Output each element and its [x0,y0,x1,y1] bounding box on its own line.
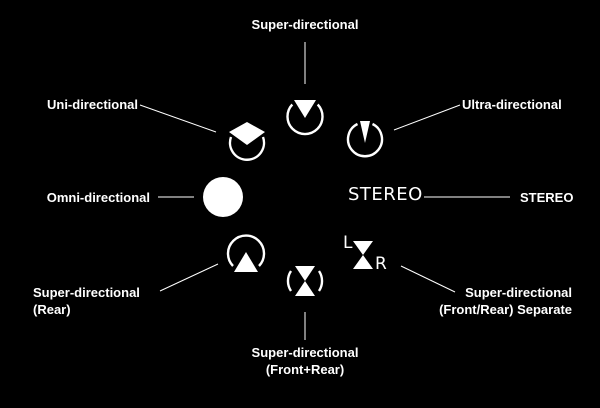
label-super-directional-front-rear: Super-directional (Front+Rear) [220,344,390,378]
super-directional-pattern-icon [286,100,324,136]
leader-line-super-directional-rear [159,263,219,292]
leader-line-ultra-directional [393,104,461,131]
label-uni-directional: Uni-directional [46,97,138,112]
label-super-directional: Super-directional [251,17,359,32]
label-stereo: STEREO [520,190,574,205]
label-super-directional-rear-line2: (Rear) [33,302,71,317]
uni-directional-pattern-icon [228,122,266,161]
label-super-directional-separate-line2: (Front/Rear) Separate [439,302,572,317]
label-super-directional-rear-line1: Super-directional [33,285,140,300]
leader-line-super-directional-separate [400,265,456,293]
super-directional-front-rear-pattern-icon [286,266,324,296]
label-super-directional-separate: Super-directional (Front/Rear) Separate [400,284,572,318]
right-channel-letter: R [375,254,387,274]
label-super-directional-separate-line1: Super-directional [465,285,572,300]
label-super-directional-front-rear-line2: (Front+Rear) [265,362,345,377]
stereo-icon-text: STEREO [348,184,423,205]
omni-directional-pattern-icon [203,177,243,217]
super-directional-separate-pattern-icon [353,241,373,269]
leader-line-uni-directional [139,104,217,133]
label-super-directional-rear: Super-directional (Rear) [33,284,140,318]
label-ultra-directional: Ultra-directional [462,97,562,112]
super-directional-rear-pattern-icon [226,234,266,272]
left-channel-letter: L [343,233,353,253]
label-omni-directional: Omni-directional [46,190,150,205]
ultra-directional-pattern-icon [346,121,384,158]
label-super-directional-front-rear-line1: Super-directional [251,345,359,360]
